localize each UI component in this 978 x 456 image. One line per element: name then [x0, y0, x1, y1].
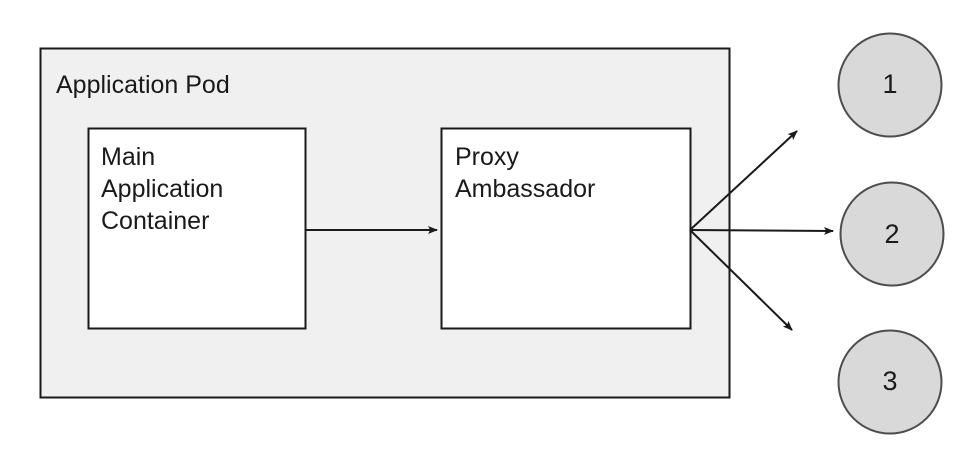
- proxy-ambassador-container-label: Proxy Ambassador: [455, 143, 596, 203]
- main-application-container-box: [87, 127, 307, 330]
- arrow-proxy-to-service-1: [689, 130, 798, 231]
- arrow-proxy-to-service-3: [689, 229, 793, 331]
- service-1-label: 1: [882, 69, 898, 99]
- main-application-container-label: Main Application Container: [101, 143, 224, 235]
- service-3-circle: [837, 329, 943, 435]
- service-1-circle: [837, 32, 943, 138]
- arrow-proxy-to-service-2: [689, 226, 834, 235]
- service-2-label: 2: [884, 219, 900, 249]
- service-2-circle: [839, 181, 945, 287]
- service-3-label: 3: [882, 366, 898, 396]
- proxy-ambassador-container-box: [440, 127, 692, 330]
- application-pod-label: Application Pod: [56, 71, 230, 99]
